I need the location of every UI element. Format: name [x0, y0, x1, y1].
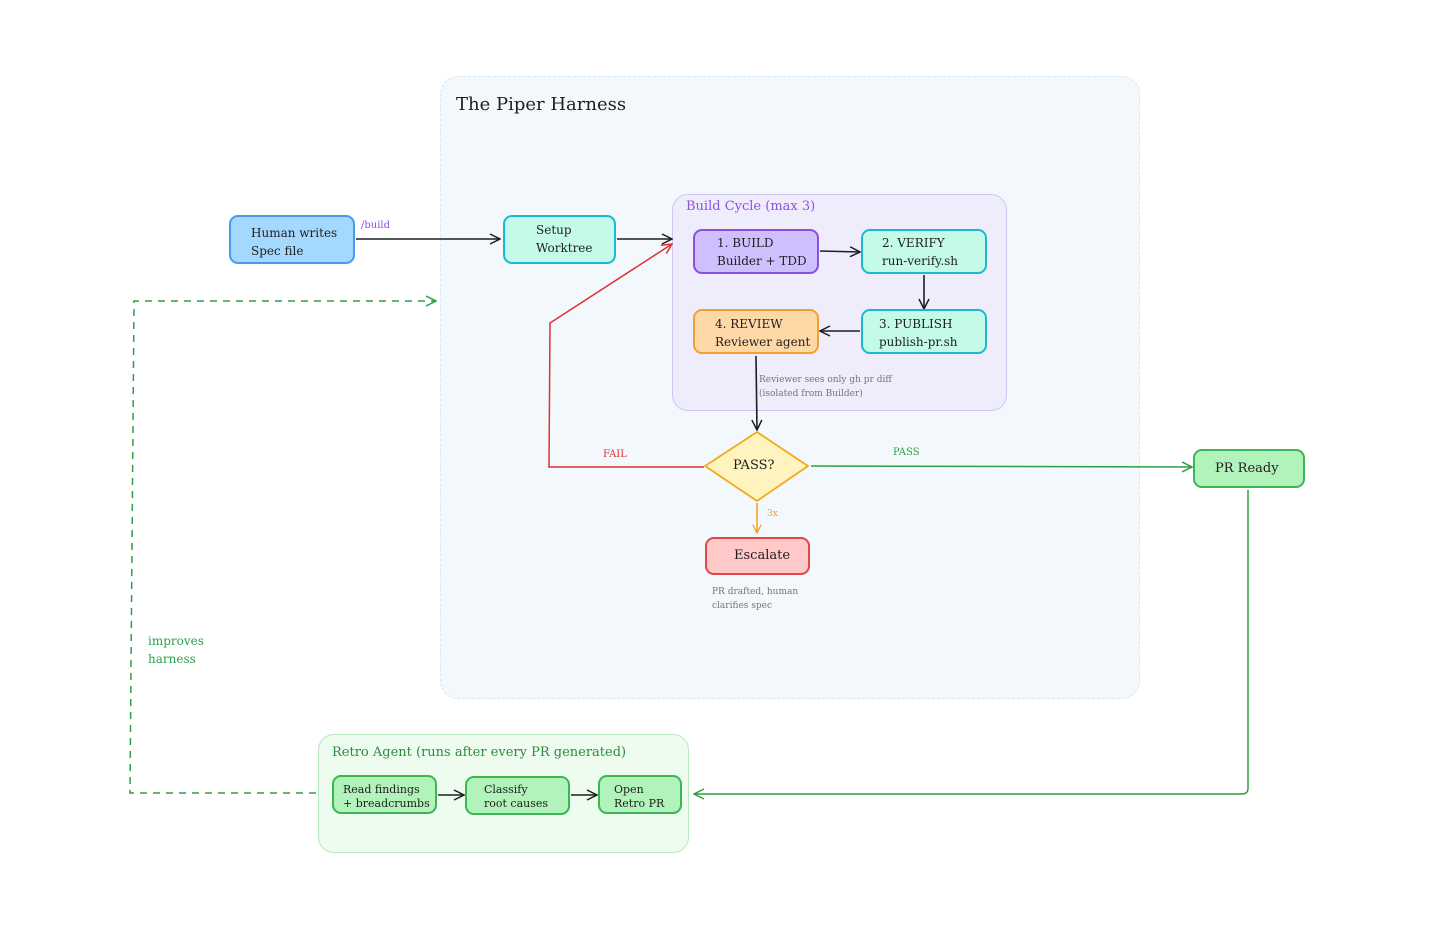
classify-line2: root causes	[484, 797, 549, 810]
human-spec-line2: Spec file	[251, 244, 304, 258]
retro-agent-title: Retro Agent (runs after every PR generat…	[332, 745, 627, 760]
edge-build-to-verify	[819, 251, 860, 252]
three-x-label: 3x	[767, 509, 778, 519]
decision-label[interactable]: PASS?	[733, 458, 775, 473]
verify-line1: 2. VERIFY	[882, 236, 945, 250]
publish-node[interactable]: 3. PUBLISH publish-pr.sh	[861, 309, 987, 354]
build-node[interactable]: 1. BUILD Builder + TDD	[693, 229, 819, 274]
build-cycle-title: Build Cycle (max 3)	[686, 199, 816, 214]
pass-label: PASS	[893, 447, 920, 458]
publish-line1: 3. PUBLISH	[879, 317, 953, 331]
verify-line2: run-verify.sh	[882, 254, 959, 268]
harness-title: The Piper Harness	[456, 94, 627, 115]
edge-pr-ready-to-retro	[694, 490, 1249, 794]
human-spec-node[interactable]: Human writes Spec file	[229, 215, 355, 264]
setup-line1: Setup	[536, 223, 572, 237]
classify-node[interactable]: Classify root causes	[465, 776, 570, 815]
open-retro-node[interactable]: Open Retro PR	[598, 775, 682, 814]
edge-improves-harness	[129, 301, 436, 794]
improves-label-line1: improves	[148, 634, 204, 648]
open-retro-line1: Open	[614, 783, 644, 796]
improves-label-line2: harness	[148, 652, 196, 666]
human-spec-line1: Human writes	[251, 226, 338, 240]
open-retro-line2: Retro PR	[614, 797, 665, 810]
verify-node[interactable]: 2. VERIFY run-verify.sh	[861, 229, 987, 274]
escalate-label: Escalate	[734, 548, 791, 563]
edge-pass-to-pr-ready	[810, 466, 1192, 467]
escalate-note-line1: PR drafted, human	[712, 587, 799, 597]
review-line2: Reviewer agent	[715, 335, 811, 349]
reviewer-note-line1: Reviewer sees only gh pr diff	[759, 375, 892, 385]
publish-line2: publish-pr.sh	[879, 335, 958, 349]
classify-line1: Classify	[484, 783, 528, 796]
review-node[interactable]: 4. REVIEW Reviewer agent	[693, 309, 819, 354]
pr-ready-label: PR Ready	[1215, 461, 1279, 476]
edge-fail-loop	[548, 244, 704, 468]
escalate-node[interactable]: Escalate	[705, 537, 810, 575]
reviewer-note-line2: (isolated from Builder)	[759, 389, 863, 399]
edge-review-to-decision	[756, 355, 757, 430]
build-command-label: /build	[361, 220, 391, 231]
setup-line2: Worktree	[536, 241, 593, 255]
build-line2: Builder + TDD	[717, 254, 807, 268]
pr-ready-node[interactable]: PR Ready	[1193, 449, 1305, 488]
fail-label: FAIL	[603, 449, 627, 460]
read-findings-line1: Read findings	[343, 783, 420, 796]
build-line1: 1. BUILD	[717, 236, 774, 250]
read-findings-line2: + breadcrumbs	[343, 797, 430, 810]
setup-worktree-node[interactable]: Setup Worktree	[503, 215, 616, 264]
review-line1: 4. REVIEW	[715, 317, 783, 331]
escalate-note-line2: clarifies spec	[712, 601, 773, 611]
read-findings-node[interactable]: Read findings + breadcrumbs	[332, 775, 437, 814]
decision-diamond	[704, 431, 809, 502]
